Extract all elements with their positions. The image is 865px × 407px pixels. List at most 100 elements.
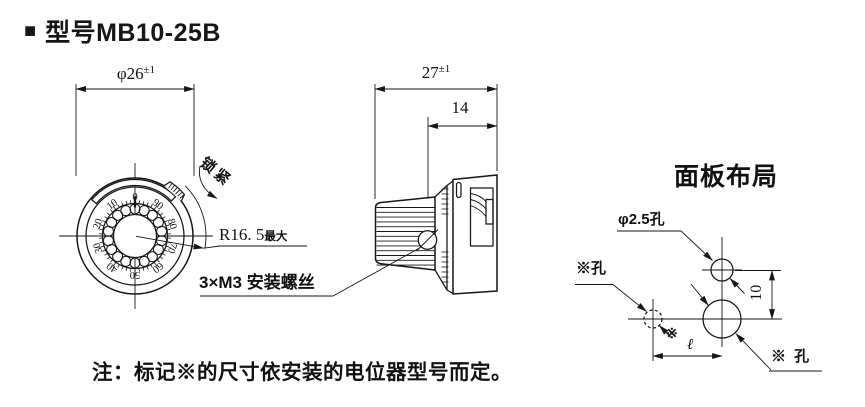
dial-tick [110,209,114,213]
callout-arrow [690,283,709,306]
footnote: 注：标记※的尺寸依安装的电位器型号而定。 [92,361,512,384]
radius-dim-label: R16. 5最大 [219,225,288,244]
knurl-bump [102,235,114,247]
dial-tick [164,220,168,223]
body-slot [455,181,462,199]
depth-dim-label: 14 [451,98,469,117]
dial-tick [164,249,168,252]
front-view: 0102030405060708090 [59,84,307,309]
leader-line [735,333,772,371]
knob-cone [434,180,454,295]
dial-tick [121,266,124,270]
knurl-bump [112,251,124,263]
dial-tick [165,245,171,248]
knurl-bump [106,217,118,228]
left-hole-leader [575,284,672,338]
dial-scale-ring [85,186,185,286]
cone-serrations [441,188,449,283]
top-hole-leader [617,230,745,294]
knurl-bump [120,255,132,267]
dial-tick [104,216,108,219]
top-hole-label: φ2.5孔 [618,211,665,228]
dial-tick [153,262,158,267]
dial-tick [112,262,117,267]
dial-tick [150,204,153,208]
title-square-icon: ■ [24,20,37,42]
lock-tab-knurl [168,183,185,199]
knurl-bump [112,209,124,221]
dial-tick [153,205,158,210]
dial-tick [104,253,108,256]
dial-number: 20 [92,217,106,230]
knurl-bump [146,209,158,221]
diameter-dim-label: φ26±1 [116,64,156,83]
leader-line [135,235,204,250]
leader-line [203,245,221,249]
dial-tick [125,267,128,271]
dial-number: 40 [105,260,120,275]
dial-scale-numbers: 0102030405060708090 [92,192,179,280]
side-view [200,84,498,297]
dial-number: 30 [92,241,106,254]
left-hole-label: ※孔 [576,260,607,277]
horizontal-dim-mark: ※ [666,325,678,341]
dial-number: 60 [150,260,165,275]
radius-leader [135,235,307,250]
leader-line [332,247,421,297]
dial-tick [102,249,106,252]
dial-number: 90 [150,197,165,212]
large-hole-circle [702,299,742,339]
dial-number: 10 [105,197,120,212]
model-title: 型号MB10-25B [45,19,221,47]
dial-tick [107,212,111,216]
knob-profile [374,196,436,271]
dial-tick [165,224,171,227]
vertical-dim-label: 10 [748,284,766,301]
lock-direction-arrow [198,165,218,199]
dial-tick [117,204,120,208]
dial-tick [150,264,153,268]
small-hole-circle [710,258,734,282]
dial-tick [156,209,160,213]
dial-tick [117,264,120,268]
dial-tick [107,256,111,260]
dial-number: 70 [165,241,179,254]
leader-line [680,230,713,261]
knurl-bump [138,205,150,217]
dial-tick [159,256,163,260]
dial-tick [99,224,105,227]
max-radius-arc [184,185,207,249]
dial-tick [99,245,105,248]
dial-tick [99,228,104,231]
dial-tick [112,205,117,210]
dial-tick [162,216,166,219]
leader-line [612,284,647,312]
dial-tick [99,241,104,244]
knurl-bump [146,251,158,263]
screw-leader [200,247,421,297]
panel-layout [575,230,822,372]
dial-tick [102,220,106,223]
dial-tick [159,212,163,216]
dial-number: 50 [130,269,141,280]
dial-tick [146,202,149,206]
dial-tick [146,266,149,270]
width-dim-label: 27±1 [421,63,451,82]
dial-tick [166,228,171,231]
dashed-hole-circle [643,309,663,329]
dial-tick [121,202,124,206]
vertical-dimension [735,270,781,320]
dial-tick [142,201,145,205]
dial-tick [156,259,160,263]
bottom-hole-label: ※ 孔 [771,348,812,365]
knurl-bump [138,255,150,267]
dial-tick [142,267,145,271]
callout-arrow [729,278,745,294]
dial-outer-circle [76,177,194,295]
panel-layout-title: 面板布局 [673,163,778,191]
skirt-slot [90,178,177,205]
window-insert [485,198,494,225]
knurl-bump [156,225,168,237]
